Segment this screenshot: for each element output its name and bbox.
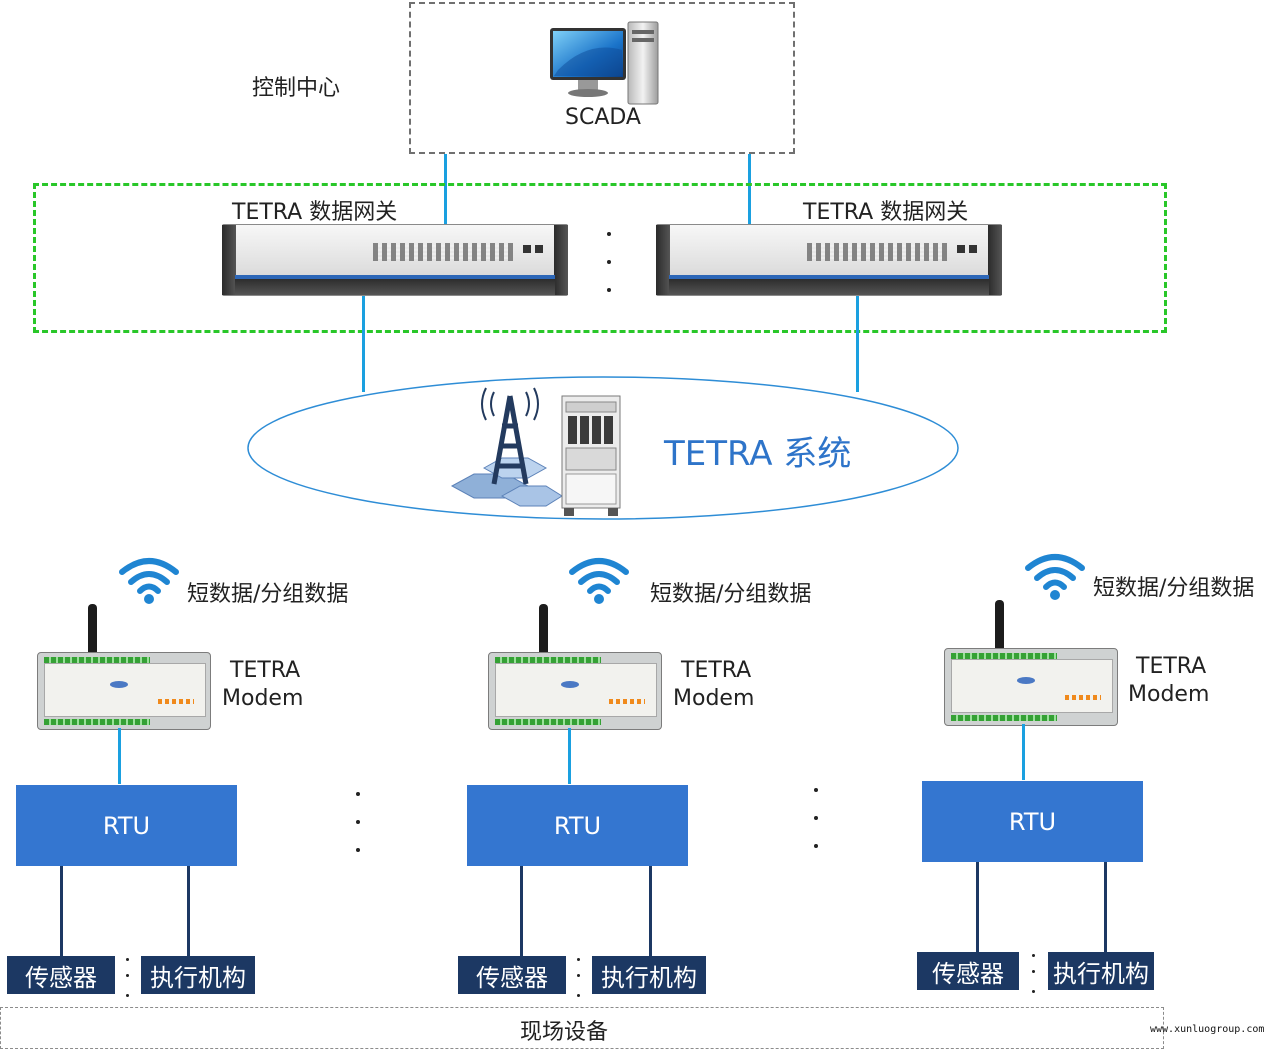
gateway-2-label: TETRA 数据网关 <box>803 200 969 225</box>
ellipsis-dot <box>814 788 818 792</box>
ellipsis-dot <box>814 844 818 848</box>
field-equipment-label: 现场设备 <box>520 1020 609 1045</box>
ellipsis-dot <box>577 958 580 961</box>
control-center-box <box>409 2 795 154</box>
watermark: www.xunluogroup.com <box>1150 1024 1265 1035</box>
wifi-icon <box>569 558 629 604</box>
link-rtu-sensor <box>520 866 523 956</box>
ellipsis-dot <box>607 260 611 264</box>
link-modem-rtu <box>568 728 571 784</box>
modem-device-icon <box>488 652 662 730</box>
link-rtu-actuator <box>1104 862 1107 952</box>
antenna-icon <box>88 604 97 658</box>
gateway-group-box <box>33 183 1167 333</box>
gateway-device-icon <box>656 224 1002 296</box>
link-rtu-actuator <box>649 866 652 956</box>
link-rtu-sensor <box>976 862 979 952</box>
link-rtu-actuator <box>187 866 190 956</box>
sensor-box: 传感器 <box>7 956 115 994</box>
gateway-1-label: TETRA 数据网关 <box>232 200 398 225</box>
link-modem-rtu <box>118 728 121 784</box>
link-gateway-1-system <box>362 296 365 392</box>
ellipsis-dot <box>1032 970 1035 973</box>
computer-icon <box>550 21 659 105</box>
actuator-box: 执行机构 <box>141 956 255 994</box>
link-gateway-2-system <box>856 296 859 392</box>
field-equipment-box <box>0 1007 1164 1049</box>
tower-icon <box>450 387 563 507</box>
rtu-box: RTU <box>16 785 237 866</box>
scada-label: SCADA <box>565 105 641 130</box>
actuator-box: 执行机构 <box>1048 952 1154 990</box>
tetra-system-label: TETRA 系统 <box>664 434 852 474</box>
modem-line1: TETRA <box>1136 654 1207 679</box>
ellipsis-dot <box>814 816 818 820</box>
wifi-icon <box>1025 554 1085 600</box>
modem-line1: TETRA <box>230 658 301 683</box>
actuator-box: 执行机构 <box>592 956 706 994</box>
sensor-box: 传感器 <box>458 956 566 994</box>
data-type-label: 短数据/分组数据 <box>650 582 812 607</box>
link-scada-gateway-2 <box>748 154 751 224</box>
gateway-device-icon <box>222 224 568 296</box>
ellipsis-dot <box>126 958 129 961</box>
ellipsis-dot <box>126 974 129 977</box>
link-modem-rtu <box>1022 724 1025 780</box>
ellipsis-dot <box>356 792 360 796</box>
link-rtu-sensor <box>60 866 63 956</box>
modem-device-icon <box>37 652 211 730</box>
ellipsis-dot <box>356 820 360 824</box>
ellipsis-dot <box>577 994 580 997</box>
ellipsis-dot <box>607 232 611 236</box>
rtu-box: RTU <box>467 785 688 866</box>
modem-line2: Modem <box>673 686 755 711</box>
control-center-label: 控制中心 <box>252 76 341 101</box>
modem-line2: Modem <box>222 686 304 711</box>
link-scada-gateway-1 <box>444 154 447 224</box>
ellipsis-dot <box>577 974 580 977</box>
ellipsis-dot <box>126 994 129 997</box>
ellipsis-dot <box>1032 990 1035 993</box>
data-type-label: 短数据/分组数据 <box>187 582 349 607</box>
ellipsis-dot <box>607 288 611 292</box>
ellipsis-dot <box>356 848 360 852</box>
antenna-icon <box>539 604 548 658</box>
modem-line2: Modem <box>1128 682 1210 707</box>
rtu-box: RTU <box>922 781 1143 862</box>
data-type-label: 短数据/分组数据 <box>1093 576 1255 601</box>
modem-device-icon <box>944 648 1118 726</box>
ellipsis-dot <box>1032 954 1035 957</box>
wifi-icon <box>119 558 179 604</box>
antenna-icon <box>995 600 1004 654</box>
modem-line1: TETRA <box>681 658 752 683</box>
sensor-box: 传感器 <box>917 952 1019 990</box>
rack-icon <box>561 395 621 516</box>
